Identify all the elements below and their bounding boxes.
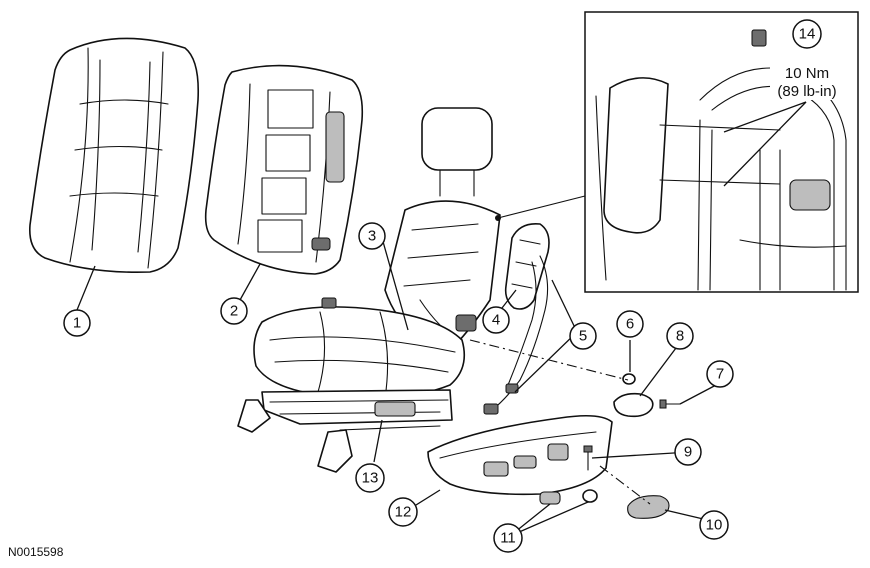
seat-cushion-track	[237, 297, 466, 473]
inset-detail-view	[495, 11, 859, 293]
callout-8-label: 8	[676, 328, 684, 345]
callout-7: 7	[706, 360, 734, 388]
callout-12: 12	[388, 497, 418, 527]
retaining-clip	[622, 373, 636, 385]
callout-14-label: 14	[799, 26, 816, 43]
seatback-cover	[28, 37, 200, 274]
wiring-harness	[483, 255, 549, 415]
callout-9-label: 9	[684, 444, 692, 461]
seatback-pad	[204, 64, 364, 275]
callout-7-label: 7	[716, 366, 724, 383]
torque-value: 10 Nm	[785, 65, 829, 82]
callout-3: 3	[358, 222, 386, 250]
callout-12-label: 12	[395, 504, 412, 521]
callout-10-label: 10	[706, 517, 723, 534]
callout-4: 4	[482, 306, 510, 334]
leader-lines	[76, 237, 719, 537]
callout-1: 1	[63, 309, 91, 337]
callout-4-label: 4	[492, 312, 500, 329]
callout-11-label: 11	[500, 530, 516, 547]
callout-13-label: 13	[362, 470, 379, 487]
switch-knobs	[539, 489, 598, 505]
screw	[659, 399, 681, 409]
screw-lower	[583, 445, 593, 471]
callout-9: 9	[674, 438, 702, 466]
callout-2: 2	[220, 297, 248, 325]
callout-6-label: 6	[626, 316, 634, 333]
callout-13: 13	[355, 463, 385, 493]
callout-2-label: 2	[230, 303, 238, 320]
callout-5-label: 5	[579, 328, 587, 345]
side-shield	[427, 414, 613, 496]
recliner-handle	[613, 392, 654, 418]
callout-1-label: 1	[73, 315, 81, 332]
adjuster-handle	[627, 495, 670, 519]
torque-value-alt: (89 lb-in)	[777, 83, 836, 100]
figure-id: N0015598	[8, 545, 64, 559]
callout-3-label: 3	[368, 228, 376, 245]
callout-8: 8	[666, 322, 694, 350]
callout-11: 11	[493, 523, 523, 553]
side-airbag-module	[504, 222, 550, 310]
callout-6: 6	[616, 310, 644, 338]
seat-frame	[384, 107, 501, 346]
callout-5: 5	[569, 322, 597, 350]
callout-10: 10	[699, 510, 729, 540]
callout-14: 14	[792, 19, 822, 49]
